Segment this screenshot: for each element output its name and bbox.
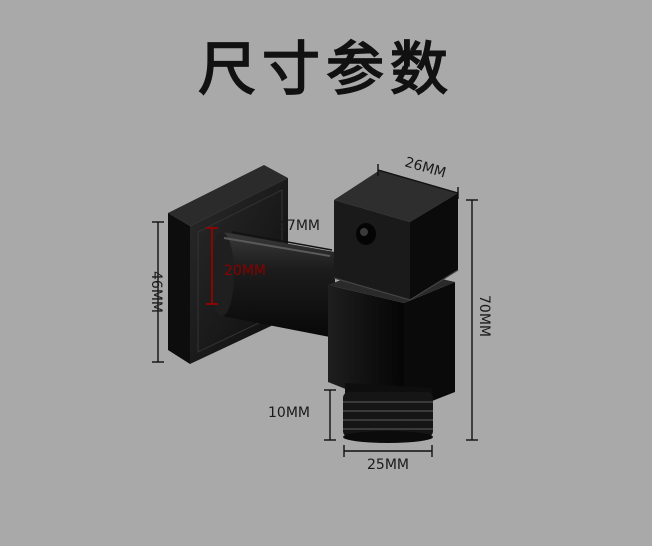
dimension-25mm: 25MM xyxy=(343,445,433,473)
dimension-10mm: 10MM xyxy=(268,389,336,441)
dimension-label-26mm: 26MM xyxy=(403,154,448,181)
dimension-label-10mm: 10MM xyxy=(268,405,310,421)
threaded-outlet xyxy=(343,383,433,443)
page-title: 尺寸参数 xyxy=(197,35,454,103)
valve-handle xyxy=(333,170,459,301)
dimension-label-25mm: 25MM xyxy=(367,457,409,473)
dimension-70mm: 70MM xyxy=(466,199,492,441)
dimension-label-47mm: 47MM xyxy=(278,218,320,234)
pipe xyxy=(210,232,335,338)
dimension-label-70mm: 70MM xyxy=(476,295,492,337)
dimension-46mm: 46MM xyxy=(148,221,164,363)
dimension-47mm: 47MM xyxy=(231,218,333,251)
dimension-label-20mm: 20MM xyxy=(224,263,266,279)
dimension-20mm: 20MM xyxy=(206,227,266,305)
dimension-label-46mm: 46MM xyxy=(148,271,164,313)
